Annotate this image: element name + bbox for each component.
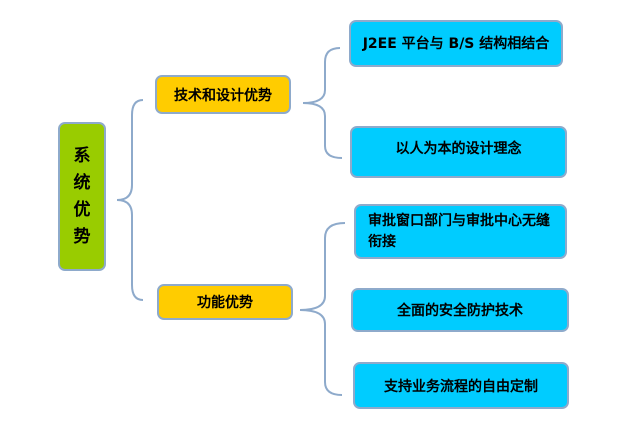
branch-label: 功能优势 — [197, 295, 253, 311]
leaf-label: 全面的安全防护技术 — [397, 303, 523, 319]
leaf-label: J2EE 平台与 B/S 结构相结合 — [362, 36, 550, 52]
root-label: 系统优势 — [73, 145, 91, 247]
leaf-label: 审批窗口部门与审批中心无缝衔接 — [368, 212, 550, 250]
leaf-security: 全面的安全防护技术 — [351, 288, 569, 332]
root-node: 系统优势 — [58, 122, 106, 271]
branch-tech-design: 技术和设计优势 — [155, 75, 291, 114]
function-brace — [299, 222, 346, 396]
leaf-workflow: 支持业务流程的自由定制 — [353, 362, 569, 409]
leaf-human-design: 以人为本的设计理念 — [350, 126, 567, 178]
leaf-label: 支持业务流程的自由定制 — [384, 378, 538, 395]
leaf-seamless: 审批窗口部门与审批中心无缝衔接 — [354, 204, 567, 259]
branch-label: 技术和设计优势 — [174, 87, 272, 104]
branch-function: 功能优势 — [157, 284, 293, 320]
root-brace — [116, 99, 144, 301]
tech-brace — [302, 47, 343, 159]
leaf-label: 以人为本的设计理念 — [395, 141, 522, 157]
leaf-j2ee: J2EE 平台与 B/S 结构相结合 — [349, 20, 563, 67]
